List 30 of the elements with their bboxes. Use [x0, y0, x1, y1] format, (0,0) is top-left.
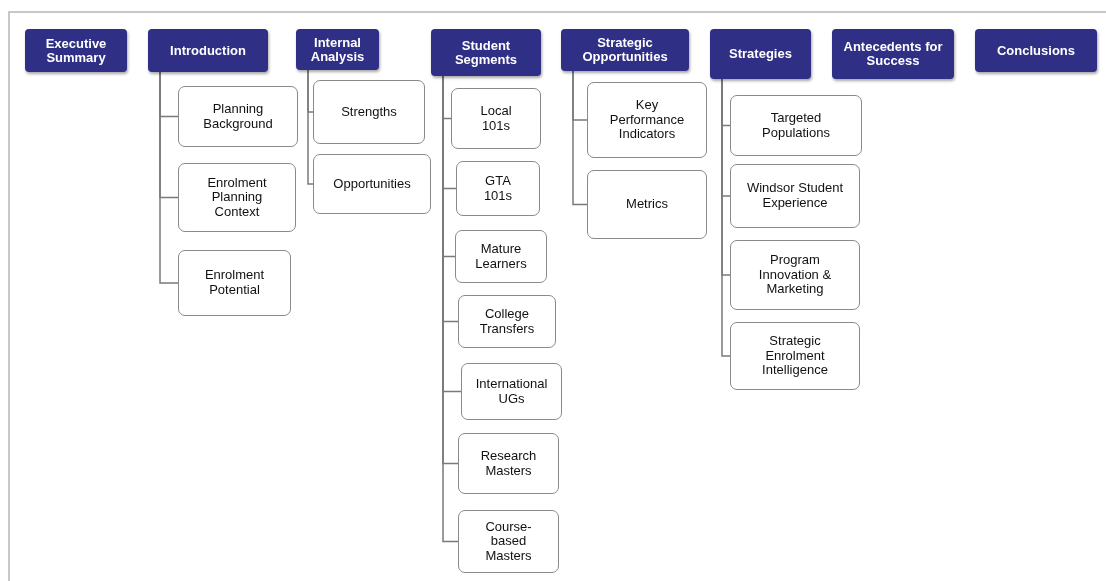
topic-box: Program Innovation & Marketing	[730, 240, 860, 310]
connector-line	[572, 70, 588, 206]
connector-line	[307, 69, 314, 185]
topic-box: GTA 101s	[456, 161, 540, 216]
section-header: Internal Analysis	[296, 29, 379, 70]
topic-box: Research Masters	[458, 433, 559, 494]
section-header: Conclusions	[975, 29, 1097, 72]
section-header: Student Segments	[431, 29, 541, 76]
section-header: Executive Summary	[25, 29, 127, 72]
topic-box: Local 101s	[451, 88, 541, 149]
topic-box: Planning Background	[178, 86, 298, 147]
topic-box: Mature Learners	[455, 230, 547, 283]
topic-box: Course-based Masters	[458, 510, 559, 573]
topic-box: Strategic Enrolment Intelligence	[730, 322, 860, 390]
topic-box: Key Performance Indicators	[587, 82, 707, 158]
topic-box: International UGs	[461, 363, 562, 420]
topic-box: Opportunities	[313, 154, 431, 214]
section-header: Antecedents for Success	[832, 29, 954, 79]
connector-line	[721, 78, 731, 357]
topic-box: Strengths	[313, 80, 425, 144]
connector-line	[159, 71, 179, 284]
topic-box: Enrolment Potential	[178, 250, 291, 316]
topic-box: Metrics	[587, 170, 707, 239]
topic-box: Enrolment Planning Context	[178, 163, 296, 232]
topic-box: College Transfers	[458, 295, 556, 348]
section-header: Introduction	[148, 29, 268, 72]
topic-box: Windsor Student Experience	[730, 164, 860, 228]
topic-box: Targeted Populations	[730, 95, 862, 156]
section-header: Strategies	[710, 29, 811, 79]
section-header: Strategic Opportunities	[561, 29, 689, 71]
